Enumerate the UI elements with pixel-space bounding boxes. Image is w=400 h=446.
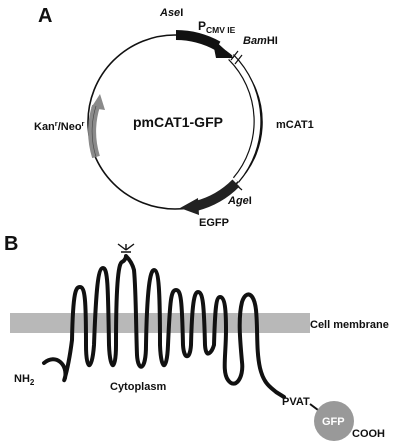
glycosylation-mark — [117, 243, 135, 253]
bamhi-tick-2 — [234, 54, 243, 65]
gfp-label: GFP — [322, 416, 345, 428]
plasmid-circle — [87, 34, 263, 210]
mcat1-insert-fill — [229, 55, 261, 182]
agei-label: AgeI — [227, 195, 252, 207]
promoter-arrowhead — [212, 38, 234, 58]
pvat-linker — [309, 403, 319, 411]
plasmid-name: pmCAT1-GFP — [133, 114, 223, 130]
panel-b-label: B — [4, 233, 18, 255]
mcat1-label: mCAT1 — [276, 119, 314, 131]
kan-neo-arrowhead — [91, 94, 105, 110]
bamhi-label: BamHI — [243, 35, 278, 47]
promoter-label: PCMV IE — [198, 19, 236, 35]
c-terminus-label: COOH — [352, 428, 385, 440]
n-terminus-label: NH2 — [14, 373, 35, 387]
panel-a-label: A — [38, 5, 52, 27]
pvat-label: PVAT — [282, 396, 310, 408]
egfp-arrow — [194, 179, 240, 211]
egfp-arrowhead — [180, 198, 199, 215]
cytoplasm-label: Cytoplasm — [110, 381, 166, 393]
egfp-label: EGFP — [199, 217, 229, 229]
transmembrane-protein — [42, 254, 286, 399]
bamhi-tick — [230, 50, 239, 61]
promoter-arrow — [175, 30, 221, 51]
asei-label: AseI — [159, 7, 183, 19]
kan-neo-label: Kanr/Neor — [34, 119, 85, 133]
gfp-circle — [314, 401, 354, 441]
membrane-label: Cell membrane — [310, 319, 389, 331]
kan-neo-arrow-outline — [91, 105, 97, 158]
